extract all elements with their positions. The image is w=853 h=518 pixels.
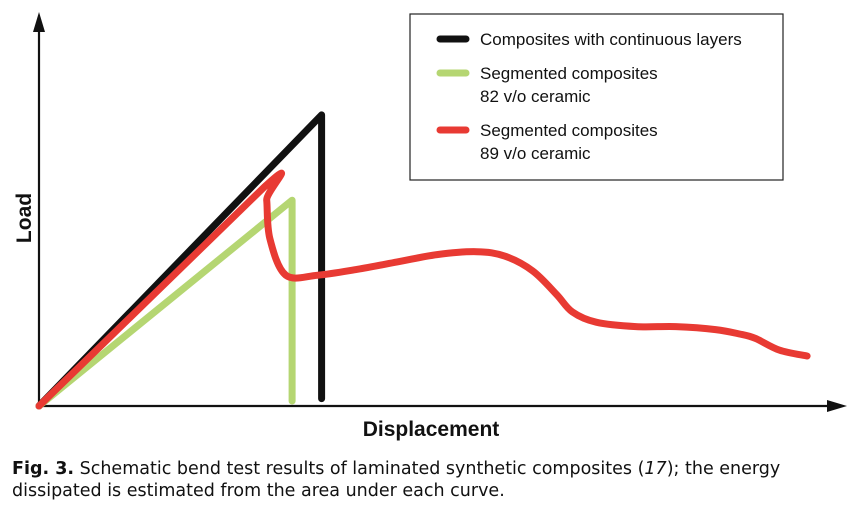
legend-entries: Composites with continuous layersSegment…	[436, 30, 742, 163]
figure-caption: Fig. 3. Schematic bend test results of l…	[12, 458, 847, 502]
legend-label-line: 89 v/o ceramic	[480, 144, 591, 163]
legend-label-2: Segmented composites 82 v/o ceramic	[480, 64, 658, 106]
legend-label-line: Composites with continuous layers	[480, 30, 742, 49]
y-axis-label: Load	[13, 193, 36, 243]
figure-label: Fig. 3.	[12, 459, 75, 479]
legend-label-1: Composites with continuous layers	[480, 30, 742, 49]
caption-text-1: Schematic bend test results of laminated…	[74, 459, 645, 479]
legend-label-3: Segmented composites 89 v/o ceramic	[480, 121, 658, 163]
series-line-2	[35, 196, 296, 410]
legend-box	[409, 13, 784, 181]
legend-label-line: Segmented composites	[480, 121, 658, 140]
y-axis-arrowhead	[33, 12, 45, 32]
caption-text-2: ); the energy dissipated is estimated fr…	[12, 459, 781, 501]
caption-reference: 17	[644, 459, 667, 479]
bend-test-chart: Composites with continuous layersSegment…	[13, 12, 847, 441]
series-line-1	[35, 111, 326, 410]
legend: Composites with continuous layersSegment…	[409, 13, 784, 181]
x-axis-arrowhead	[827, 400, 847, 412]
series-line-3	[35, 169, 811, 410]
axes	[33, 12, 847, 412]
series-layer	[35, 111, 811, 410]
legend-label-line: Segmented composites	[480, 64, 658, 83]
legend-label-line: 82 v/o ceramic	[480, 87, 591, 106]
x-axis-label: Displacement	[363, 418, 500, 441]
